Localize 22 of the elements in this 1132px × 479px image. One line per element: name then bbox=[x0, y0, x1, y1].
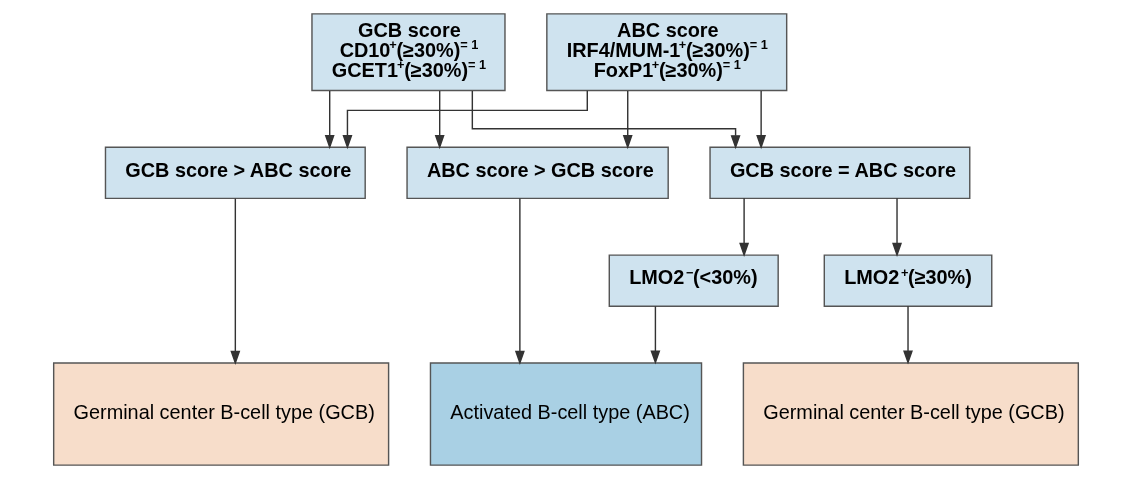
node-box: Germinal center B-cell type (GCB) bbox=[52, 362, 390, 466]
arrow bbox=[739, 197, 750, 258]
node-box: ABC score IRF4/MUM-1$^{+}$(≥30%)$^{= 1}$ FoxP1$^{+}$(≥30%)$^{= 1}$ bbox=[546, 13, 788, 92]
arrow bbox=[892, 197, 902, 258]
arrow bbox=[434, 90, 445, 150]
arrow bbox=[622, 90, 633, 150]
arrow bbox=[471, 90, 741, 150]
node-box: GCB score > ABC score bbox=[104, 146, 366, 200]
node-box: LMO2$^{+}$(≥30%) bbox=[823, 254, 993, 307]
node-box: ABC score > GCB score bbox=[406, 146, 669, 200]
arrow bbox=[324, 90, 335, 150]
arrow bbox=[756, 90, 767, 150]
node-box: Activated B-cell type (ABC) bbox=[429, 362, 703, 466]
arrow bbox=[514, 197, 525, 365]
node-box: Germinal center B-cell type (GCB) bbox=[742, 362, 1080, 466]
arrow bbox=[903, 305, 913, 365]
node-box: LMO2$^{−}$(<30%) bbox=[608, 254, 779, 307]
arrow bbox=[230, 197, 241, 365]
node-box: GCB score CD10$^{+}$(≥30%)$^{= 1}$ GCET1$^{+}$(≥30%)$^{= 1}$ bbox=[311, 13, 506, 92]
arrow bbox=[650, 305, 661, 365]
arrow bbox=[342, 89, 588, 150]
node-box: GCB score = ABC score bbox=[709, 146, 971, 200]
